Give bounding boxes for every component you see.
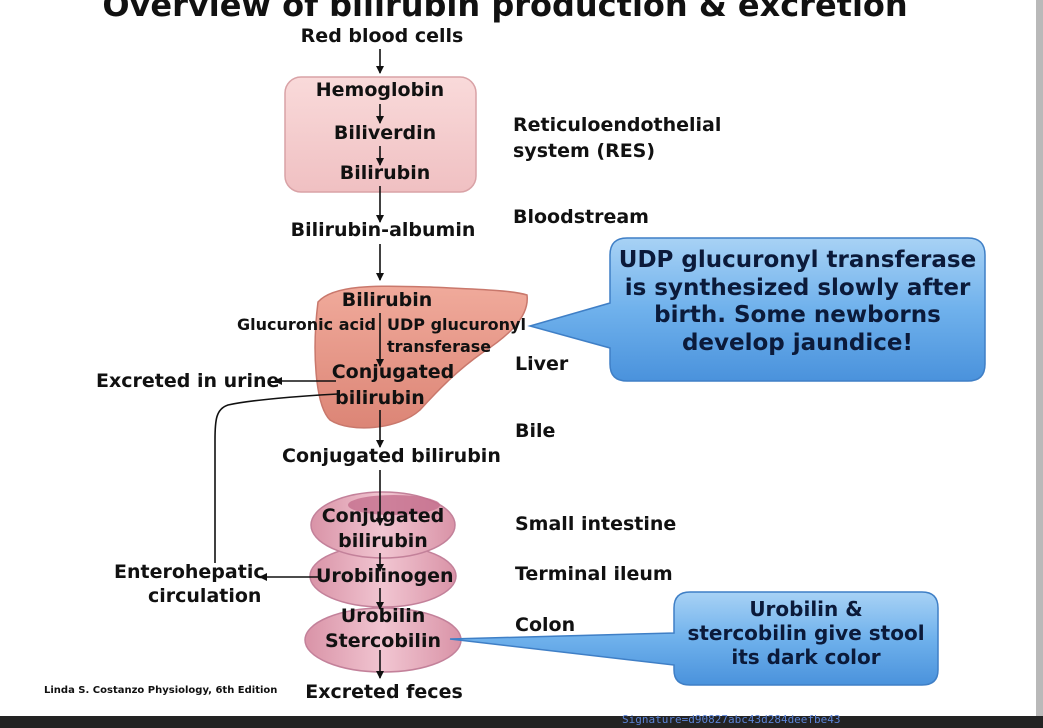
udp-callout-text: UDP glucuronyl transferase is synthesize… <box>612 247 983 357</box>
label-bilirubin-liver: Bilirubin <box>341 289 433 311</box>
label-excreted-urine: Excreted in urine <box>96 370 280 392</box>
liver-shape <box>314 285 528 429</box>
location-terminal-ileum: Terminal ileum <box>515 563 673 585</box>
stool-callout-line: its dark color <box>731 645 881 669</box>
stool-callout-line: stercobilin give stool <box>687 621 925 645</box>
slide-edge-scrollbar <box>1036 0 1043 716</box>
location-bile: Bile <box>515 420 556 442</box>
udp-callout-line: UDP glucuronyl transferase <box>618 247 977 273</box>
label-conjugated-liver: Conjugated <box>331 361 455 383</box>
source-credit: Linda S. Costanzo Physiology, 6th Editio… <box>44 685 278 696</box>
stool-callout-line: Urobilin & <box>749 597 863 621</box>
udp-callout-line: develop jaundice! <box>681 329 914 356</box>
label-conjugated-intestine-bilirubin: bilirubin <box>338 530 428 552</box>
label-hemoglobin: Hemoglobin <box>315 79 445 101</box>
location-res-line2: system (RES) <box>513 140 656 162</box>
label-udp-enzyme-line1: UDP glucuronyl <box>387 315 526 334</box>
label-conjugated-intestine: Conjugated <box>321 505 445 527</box>
location-res-line1: Reticuloendothelial <box>513 114 722 136</box>
label-glucuronic-acid: Glucuronic acid <box>237 315 376 334</box>
stool-callout-text: Urobilin & stercobilin give stool its da… <box>676 597 936 669</box>
location-colon: Colon <box>515 614 576 636</box>
label-conjugated-liver-bilirubin: bilirubin <box>335 387 425 409</box>
label-udp-enzyme-line2: transferase <box>387 337 492 356</box>
label-excreted-feces: Excreted feces <box>305 681 463 703</box>
label-bilirubin-albumin: Bilirubin-albumin <box>290 219 476 241</box>
label-urobilin: Urobilin <box>340 605 426 627</box>
udp-callout-line: birth. Some newborns <box>654 302 941 329</box>
bottom-bar-text: Signature=d90827abc43d284deefbe43 <box>622 713 841 726</box>
location-liver: Liver <box>515 353 569 375</box>
label-bilirubin-res: Bilirubin <box>339 162 431 184</box>
stool-callout-bubble <box>449 591 939 686</box>
location-bloodstream: Bloodstream <box>513 206 649 228</box>
label-enterohepatic-circulation: circulation <box>148 585 262 607</box>
location-small-intestine: Small intestine <box>515 513 677 535</box>
label-stercobilin: Stercobilin <box>324 630 441 652</box>
label-enterohepatic: Enterohepatic <box>114 561 265 583</box>
udp-callout-line: is synthesized slowly after <box>624 274 971 301</box>
udp-callout-bubble <box>527 237 986 382</box>
diagram-title: Overview of bilirubin production & excre… <box>102 0 908 24</box>
bottom-bar: Signature=d90827abc43d284deefbe43 <box>0 713 1043 728</box>
label-red-blood-cells: Red blood cells <box>300 25 464 47</box>
label-biliverdin: Biliverdin <box>333 122 437 144</box>
label-conjugated-bilirubin: Conjugated bilirubin <box>282 445 501 467</box>
label-urobilinogen: Urobilinogen <box>316 565 454 587</box>
